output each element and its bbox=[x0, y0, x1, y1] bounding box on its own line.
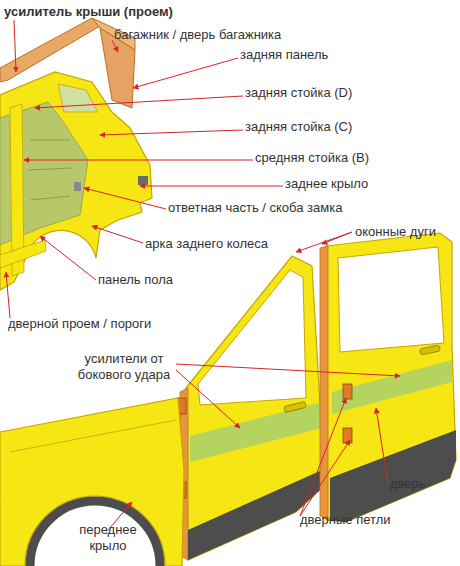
front-door-window bbox=[198, 270, 306, 405]
leader-line bbox=[84, 188, 166, 209]
door-seal-line bbox=[28, 140, 72, 200]
fender-crease bbox=[10, 420, 176, 452]
leader-line bbox=[92, 226, 143, 243]
part-label: задняя стойка (D) bbox=[245, 85, 352, 101]
part-label: ответная часть / скоба замка bbox=[168, 200, 342, 216]
leader-line bbox=[140, 186, 283, 187]
lock-striker bbox=[74, 182, 81, 191]
part-label: дверь bbox=[390, 476, 426, 492]
door-sill bbox=[0, 240, 46, 268]
side-impact-beam bbox=[190, 402, 322, 462]
front-fender bbox=[0, 398, 184, 566]
part-label: усилитель крыши (проем) bbox=[4, 4, 173, 20]
leader-line bbox=[300, 398, 346, 516]
leader-line bbox=[40, 236, 96, 280]
roof-rail bbox=[0, 18, 100, 82]
part-label: задняя панель bbox=[240, 47, 328, 63]
leader-line bbox=[133, 58, 238, 88]
leader-line bbox=[176, 370, 240, 428]
door-hinge bbox=[343, 428, 352, 443]
part-label: переднее крыло bbox=[72, 522, 144, 554]
part-label: средняя стойка (B) bbox=[255, 150, 369, 166]
part-label: дверные петли bbox=[300, 512, 391, 528]
quarter-glass bbox=[58, 84, 98, 112]
leader-lines bbox=[6, 20, 400, 530]
rear-door bbox=[326, 233, 456, 522]
part-label: задняя стойка (C) bbox=[245, 119, 352, 135]
part-label: оконные дуги bbox=[355, 224, 436, 240]
part-label: заднее крыло bbox=[285, 176, 368, 192]
side-impact-beam bbox=[332, 360, 452, 414]
rear-door-trim bbox=[330, 430, 456, 522]
door-handle bbox=[420, 345, 441, 355]
leader-line bbox=[176, 364, 400, 376]
door-hinge bbox=[343, 384, 352, 399]
leader-line bbox=[6, 272, 10, 318]
part-label: усилители от бокового удара bbox=[72, 351, 176, 383]
leader-line bbox=[376, 408, 388, 484]
leader-line bbox=[24, 160, 253, 161]
fender-arch-trim bbox=[30, 501, 160, 566]
part-label: арка заднего колеса bbox=[145, 236, 268, 252]
leader-line bbox=[322, 232, 352, 244]
part-label: багажник / дверь багажника bbox=[114, 27, 281, 43]
part-label: дверной проем / пороги bbox=[8, 316, 151, 332]
door-handle bbox=[284, 401, 307, 412]
part-label: панель пола bbox=[98, 272, 173, 288]
leader-line bbox=[296, 232, 352, 252]
leader-line bbox=[100, 130, 243, 135]
tail-light bbox=[138, 176, 148, 185]
rear-door-window bbox=[338, 247, 444, 352]
leader-line bbox=[14, 20, 16, 72]
leader-line bbox=[35, 96, 243, 108]
